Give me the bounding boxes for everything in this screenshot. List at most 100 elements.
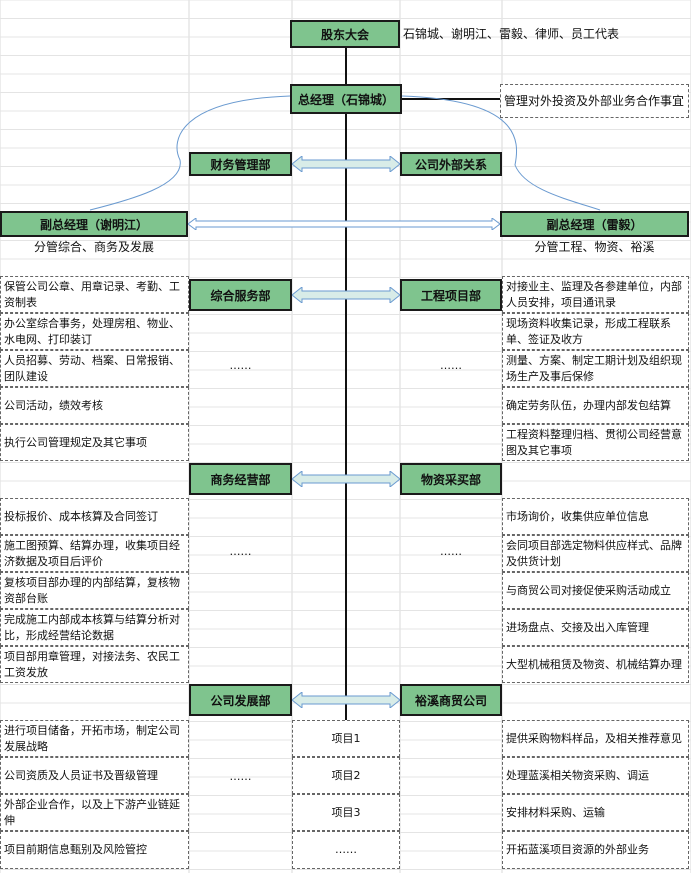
project-box-2: 项目2 [292, 757, 400, 794]
trading-duty-text: 开拓蓝溪项目资源的外部业务 [506, 843, 649, 856]
procurement-duty-2: 会同项目部选定物料供应样式、品牌及供货计划 [502, 535, 689, 572]
business-ellipsis: …… [229, 544, 252, 558]
development-dept-label: 公司发展部 [210, 693, 271, 708]
procurement-duty-text: 进场盘点、交接及出入库管理 [506, 620, 649, 634]
business-duty-text: 复核项目部办理的内部结算，复核物资部台账 [4, 575, 180, 605]
admin-duty-text: 办公室综合事务，处理房租、物业、水电网、打印装订 [4, 316, 180, 346]
development-ellipsis: …… [229, 769, 252, 783]
engineering-duty-text: 确定劳务队伍，办理内部发包结算 [506, 398, 671, 412]
development-duty-text: 进行项目储备，开拓市场，制定公司发展战略 [4, 723, 180, 753]
procurement-ellipsis: …… [440, 544, 462, 558]
trading-duty-text: 处理蓝溪相关物资采购、调运 [506, 768, 649, 782]
admin-duty-text: 人员招募、劳动、档案、日常报销、团队建设 [4, 353, 180, 383]
procurement-duty-text: 与商贸公司对接促使采购活动成立 [506, 583, 671, 597]
procurement-dept-label: 物资采买部 [420, 472, 481, 487]
business-duty-text: 项目部用章管理，对接法务、农民工工资发放 [4, 649, 180, 679]
business-dept-label: 商务经营部 [210, 472, 271, 487]
admin-engineering-arrow [292, 287, 400, 303]
vice-gm-left-scope: 分管综合、商务及发展 [33, 239, 154, 254]
procurement-duty-4: 进场盘点、交接及出入库管理 [502, 609, 689, 646]
engineering-duty-text: 现场资料收集记录，形成工程联系单、签证及收方 [506, 316, 671, 346]
trading-duty-1: 提供采购物料样品，及相关推荐意见 [502, 720, 689, 757]
business-duty-1: 投标报价、成本核算及合同签订 [0, 498, 189, 535]
admin-dept-box: 综合服务部 [189, 279, 292, 311]
general-manager-label: 总经理（石锦城） [297, 92, 394, 107]
engineering-duty-2: 现场资料收集记录，形成工程联系单、签证及收方 [502, 313, 689, 350]
business-procurement-arrow [292, 471, 400, 487]
development-trading-arrow [292, 692, 400, 708]
vice-gm-right-scope: 分管工程、物资、裕溪 [534, 239, 655, 254]
business-duty-2: 施工图预算、结算办理，收集项目经济数据及项目后评价 [0, 535, 189, 572]
engineering-duty-4: 确定劳务队伍，办理内部发包结算 [502, 387, 689, 424]
development-duty-text: 公司资质及人员证书及晋级管理 [4, 768, 158, 782]
engineering-duty-text: 对接业主、监理及各参建单位，内部人员安排，项目通讯录 [506, 279, 682, 309]
trading-duty-text: 安排材料采购、运输 [506, 805, 605, 819]
development-dept-box: 公司发展部 [189, 684, 292, 716]
external-relations-box: 公司外部关系 [400, 152, 502, 176]
finance-dept-box: 财务管理部 [189, 152, 292, 176]
procurement-duty-text: 市场询价，收集供应单位信息 [506, 509, 649, 523]
business-duty-text: 施工图预算、结算办理，收集项目经济数据及项目后评价 [4, 538, 180, 568]
development-duty-1: 进行项目储备，开拓市场，制定公司发展战略 [0, 720, 189, 757]
engineering-dept-label: 工程项目部 [420, 288, 481, 303]
vice-gm-right-label: 副总经理（雷毅） [546, 217, 643, 232]
admin-ellipsis: …… [229, 358, 252, 372]
trading-duty-4: 开拓蓝溪项目资源的外部业务 [502, 831, 689, 869]
procurement-duty-5: 大型机械租赁及物资、机械结算办理 [502, 646, 689, 683]
procurement-duty-text: 大型机械租赁及物资、机械结算办理 [506, 657, 682, 671]
business-duty-5: 项目部用章管理，对接法务、农民工工资发放 [0, 646, 189, 683]
engineering-duty-text: 工程资料整理归档、贯彻公司经营意图及其它事项 [506, 427, 682, 457]
admin-duty-4: 公司活动，绩效考核 [0, 387, 189, 424]
left-arc [89, 95, 291, 211]
project-label: 项目3 [331, 805, 361, 819]
project-label: …… [335, 843, 357, 856]
procurement-dept-box: 物资采买部 [400, 463, 502, 495]
engineering-ellipsis: …… [440, 358, 462, 372]
development-duty-text: 项目前期信息甄别及风险管控 [4, 843, 147, 856]
vice-gm-arrow [188, 218, 500, 230]
external-relations-label: 公司外部关系 [414, 157, 487, 172]
development-duty-text: 外部企业合作，以及上下游产业链延伸 [4, 797, 180, 827]
development-duty-2: 公司资质及人员证书及晋级管理 [0, 757, 189, 794]
admin-duty-text: 保管公司公章、用章记录、考勤、工资制表 [4, 279, 180, 309]
project-box-1: 项目1 [292, 720, 400, 757]
admin-duty-5: 执行公司管理规定及其它事项 [0, 424, 189, 461]
engineering-duty-1: 对接业主、监理及各参建单位，内部人员安排，项目通讯录 [502, 276, 689, 313]
vice-gm-right-box: 副总经理（雷毅） [500, 211, 689, 237]
trading-company-box: 裕溪商贸公司 [400, 684, 502, 716]
admin-duty-2: 办公室综合事务，处理房租、物业、水电网、打印装订 [0, 313, 189, 350]
admin-dept-label: 综合服务部 [210, 288, 271, 303]
procurement-duty-text: 会同项目部选定物料供应样式、品牌及供货计划 [506, 538, 682, 568]
gm-note: 管理对外投资及外部业务合作事宜 [500, 84, 689, 118]
business-duty-text: 投标报价、成本核算及合同签订 [4, 509, 158, 523]
project-box-more: …… [292, 831, 400, 869]
business-dept-box: 商务经营部 [189, 463, 292, 495]
vice-gm-left-label: 副总经理（谢明江） [39, 217, 148, 232]
admin-duty-3: 人员招募、劳动、档案、日常报销、团队建设 [0, 350, 189, 387]
admin-duty-1: 保管公司公章、用章记录、考勤、工资制表 [0, 276, 189, 313]
project-label: 项目2 [331, 768, 361, 782]
trading-duty-2: 处理蓝溪相关物资采购、调运 [502, 757, 689, 794]
general-manager-box: 总经理（石锦城） [290, 84, 402, 114]
shareholders-box: 股东大会 [290, 20, 400, 48]
engineering-duty-3: 测量、方案、制定工期计划及组织现场生产及事后保修 [502, 350, 689, 387]
engineering-duty-5: 工程资料整理归档、贯彻公司经营意图及其它事项 [502, 424, 689, 461]
business-duty-text: 完成施工内部成本核算与结算分析对比，形成经营结论数据 [4, 612, 180, 642]
business-duty-4: 完成施工内部成本核算与结算分析对比，形成经营结论数据 [0, 609, 189, 646]
vice-gm-left-box: 副总经理（谢明江） [0, 211, 188, 237]
finance-dept-label: 财务管理部 [210, 157, 271, 172]
trading-company-label: 裕溪商贸公司 [414, 693, 487, 708]
shareholders-label: 股东大会 [320, 27, 369, 42]
business-duty-3: 复核项目部办理的内部结算，复核物资部台账 [0, 572, 189, 609]
trading-duty-text: 提供采购物料样品，及相关推荐意见 [506, 731, 682, 745]
project-box-3: 项目3 [292, 794, 400, 831]
shareholders-members: 石锦城、谢明江、雷毅、律师、员工代表 [403, 26, 620, 41]
procurement-duty-1: 市场询价，收集供应单位信息 [502, 498, 689, 535]
admin-duty-text: 公司活动，绩效考核 [4, 398, 103, 412]
project-label: 项目1 [331, 731, 361, 745]
development-duty-4: 项目前期信息甄别及风险管控 [0, 831, 189, 869]
development-duty-3: 外部企业合作，以及上下游产业链延伸 [0, 794, 189, 831]
right-arc [401, 95, 601, 211]
admin-duty-text: 执行公司管理规定及其它事项 [4, 435, 147, 449]
engineering-dept-box: 工程项目部 [400, 279, 502, 311]
